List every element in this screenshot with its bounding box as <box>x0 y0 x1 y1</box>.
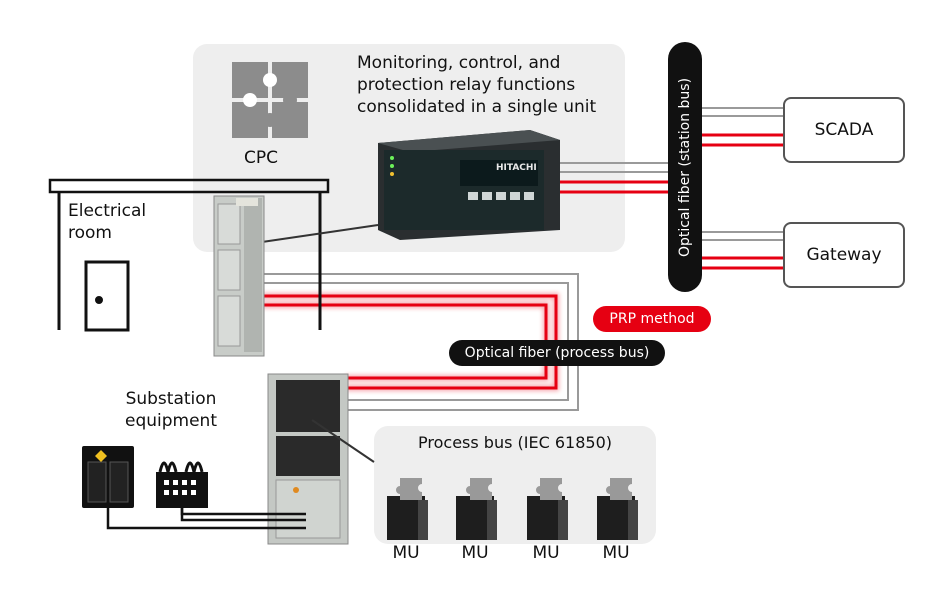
equipment-cables <box>106 508 306 530</box>
cpc-label: CPC <box>244 148 278 168</box>
prp-method-label: PRP method <box>593 306 711 332</box>
station-bus-pill <box>668 42 702 292</box>
substation-line1: Substation <box>125 389 217 409</box>
cpc-connector-line <box>261 224 379 243</box>
scada-box: SCADA <box>783 97 905 163</box>
mu-label-4: MU <box>602 543 630 563</box>
gateway-box: Gateway <box>783 222 905 288</box>
mu-device-1 <box>387 478 428 540</box>
electrical-room-line1: Electrical <box>68 201 147 221</box>
mu-device-3 <box>527 478 568 540</box>
substation-equipment-label: Substation equipment <box>106 388 236 432</box>
cpc-device <box>378 130 560 240</box>
mu-cabinet <box>267 373 375 545</box>
headline-line2: protection relay functions <box>357 75 576 95</box>
optical-fiber-process-label: Optical fiber (process bus) <box>449 340 665 366</box>
headline-line1: Monitoring, control, and <box>357 53 561 73</box>
switchgear-cabinet <box>213 195 265 357</box>
electrical-room-label: Electrical room <box>68 200 146 244</box>
device-brand-text: HITACHI <box>496 163 537 173</box>
station-fiber-gateway <box>700 231 783 271</box>
substation-line2: equipment <box>125 411 217 431</box>
mu-label-1: MU <box>392 543 420 563</box>
mu-device-4 <box>597 478 638 540</box>
transformer-coil-icon <box>156 461 208 508</box>
puzzle-icon <box>232 62 308 138</box>
headline: Monitoring, control, and protection rela… <box>357 52 657 118</box>
electrical-room-line2: room <box>68 223 112 243</box>
transformer-equipment <box>82 446 134 508</box>
electrical-room-outline <box>48 178 330 332</box>
mu-label-3: MU <box>532 543 560 563</box>
headline-line3: consolidated in a single unit <box>357 97 597 117</box>
mu-device-2 <box>456 478 497 540</box>
optical-fiber-station-label: Optical fiber (station bus) <box>677 77 693 257</box>
mu-label-2: MU <box>461 543 489 563</box>
process-bus-label: Process bus (IEC 61850) <box>418 433 612 452</box>
station-fiber-scada <box>700 107 783 148</box>
